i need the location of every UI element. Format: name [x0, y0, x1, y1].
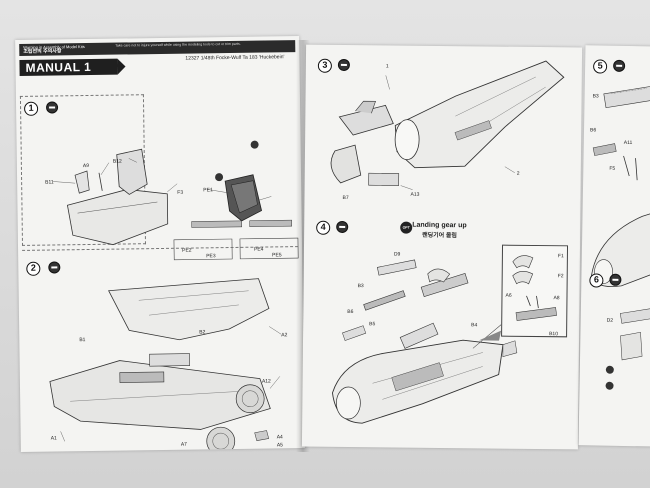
part-label-b3-far: B3 — [592, 93, 599, 100]
warning-bar: Warning in Assembly of Model Kits 조립전의 주… — [19, 40, 296, 56]
part-label-a4: A4 — [276, 434, 283, 441]
part-label-b4: B4 — [471, 322, 478, 329]
part-label-f1: F1 — [557, 253, 564, 260]
part-label-f2: F2 — [557, 273, 564, 280]
paint-icon — [336, 220, 349, 234]
step-1-drawing — [53, 140, 299, 261]
step-2-drawing — [49, 278, 282, 452]
landing-gear-title: Landing gear up — [412, 221, 467, 230]
part-label-a13: A13 — [410, 191, 420, 198]
part-label-b11: B11 — [45, 179, 54, 186]
part-label-2: 2 — [516, 170, 520, 177]
part-label-b5: B5 — [369, 321, 376, 328]
manual-arrow-shape — [117, 58, 126, 75]
part-label-b6-far: B6 — [589, 127, 597, 134]
manual-title: MANUAL 1 — [19, 58, 118, 76]
part-label-a6: A6 — [505, 292, 512, 299]
part-label-pe1: PE1 — [203, 187, 213, 194]
part-label-b3: B3 — [357, 283, 364, 290]
step-5-drawing — [591, 85, 650, 287]
step-4-marker: 4 — [316, 220, 331, 235]
part-label-a12: A12 — [261, 378, 271, 385]
step-5-marker: 5 — [593, 59, 608, 74]
warning-note: Take care not to injure yourself while u… — [115, 41, 241, 48]
landing-gear-korean: 랜딩기어 올림 — [422, 232, 457, 240]
warning-korean: 조립전의 주의사항 — [23, 48, 62, 55]
left-page: Warning in Assembly of Model Kits 조립전의 주… — [15, 36, 305, 452]
part-label-1: 1 — [385, 63, 389, 70]
part-label-b12: B12 — [112, 158, 122, 165]
part-label-b7: B7 — [342, 194, 349, 202]
step-6-drawing — [605, 306, 650, 390]
part-label-a2: A2 — [281, 332, 288, 339]
optional-badge: OPT — [400, 221, 413, 234]
part-label-b2: B2 — [199, 329, 206, 336]
part-label-f3: F3 — [177, 189, 184, 196]
right-page: 3 1 2 B7 A13 4 OPT Landing gear up 랜딩기어 … — [301, 44, 583, 450]
part-label-a11: A11 — [623, 139, 633, 147]
step-4-drawing — [332, 259, 518, 424]
part-label-a7: A7 — [180, 441, 187, 448]
part-label-d9: D9 — [393, 251, 401, 258]
part-label-b10: B10 — [549, 331, 559, 338]
part-label-a1: A1 — [50, 435, 57, 442]
inset-drawing — [512, 255, 557, 321]
far-right-page: 5 B3 B6 A11 F5 6 D2 — [578, 45, 650, 447]
part-label-a9: A9 — [82, 162, 90, 170]
part-label-a5: A5 — [276, 442, 283, 449]
part-label-f5: F5 — [609, 165, 616, 172]
part-label-a8: A8 — [553, 295, 560, 302]
part-label-b1: B1 — [79, 337, 86, 344]
part-label-b6: B6 — [347, 309, 354, 316]
paint-icon — [613, 59, 626, 72]
detail-inset — [501, 244, 569, 338]
step-3-drawing — [330, 60, 565, 190]
